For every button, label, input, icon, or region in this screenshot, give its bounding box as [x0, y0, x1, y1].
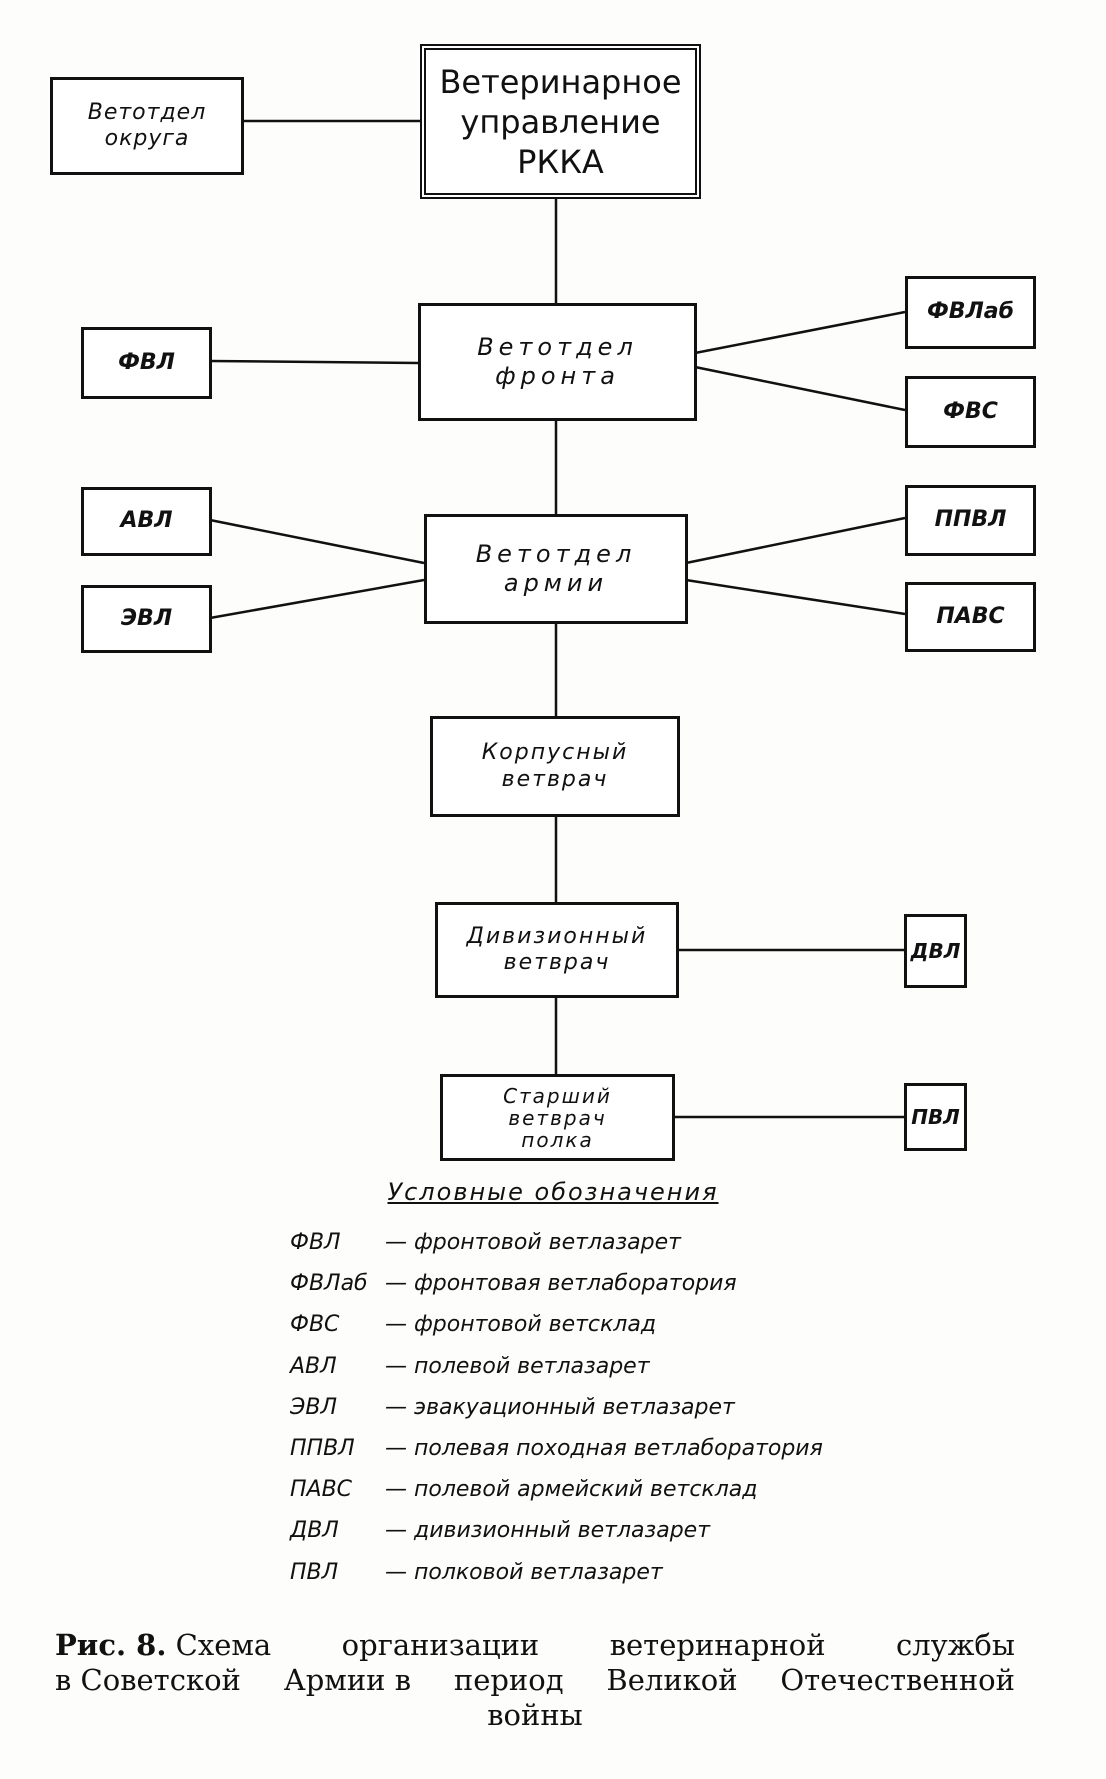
legend-abbr: ПАВС	[290, 1477, 353, 1503]
node-pavs: ПАВС	[905, 582, 1036, 652]
legend-item: ППВЛ — полевая походная ветлаборатория	[290, 1428, 823, 1469]
legend-desc: — фронтовой ветлазарет	[385, 1230, 681, 1256]
legend-desc: — полковой ветлазарет	[385, 1559, 663, 1585]
legend-item: ФВС — фронтовой ветсклад	[290, 1304, 823, 1345]
node-dvl: ДВЛ	[904, 914, 967, 988]
legend-abbr: ФВЛаб	[290, 1271, 368, 1297]
legend-title: Условные обозначения	[387, 1178, 719, 1206]
legend-item: ПВЛ — полковой ветлазарет	[290, 1552, 823, 1593]
caption-word: службы	[896, 1628, 1015, 1662]
caption-line-3: войны	[55, 1698, 1015, 1733]
node-vetotdel-okruga: Ветотдел округа	[50, 77, 244, 175]
caption-word: период	[453, 1662, 564, 1697]
legend-abbr: ПВЛ	[290, 1559, 339, 1585]
figure-caption: Рис. 8. Схема организации ветеринарной с…	[55, 1628, 1015, 1732]
legend-abbr: ФВС	[290, 1312, 340, 1338]
node-ppvl: ППВЛ	[905, 485, 1036, 556]
caption-word: Отечественной	[780, 1662, 1015, 1697]
caption-label: Рис. 8. Схема	[55, 1628, 271, 1663]
connector-avl-army	[209, 518, 425, 565]
legend-desc: — фронтовой ветсклад	[385, 1312, 657, 1338]
connector-fvl-front	[209, 359, 419, 365]
connector-army-ppvl	[685, 516, 906, 565]
node-fvlab: ФВЛаб	[905, 276, 1036, 349]
node-fvl: ФВЛ	[81, 327, 212, 399]
legend-desc: — полевая походная ветлаборатория	[385, 1436, 823, 1462]
legend-desc: — полевой армейский ветсклад	[385, 1477, 758, 1503]
caption-line-1: Рис. 8. Схема организации ветеринарной с…	[55, 1628, 1015, 1663]
legend-item: ФВЛаб — фронтовая ветлаборатория	[290, 1263, 823, 1304]
legend-abbr: АВЛ	[290, 1353, 337, 1379]
caption-word: Схема	[175, 1628, 272, 1662]
caption-word: Армии в	[283, 1662, 412, 1697]
legend-item: АВЛ — полевой ветлазарет	[290, 1346, 823, 1387]
connector-evl-army	[209, 578, 425, 620]
caption-label-text: Рис. 8.	[55, 1628, 167, 1662]
caption-word: войны	[487, 1697, 583, 1732]
node-starshiy-vetvrach-polka: Старший ветврач полка	[440, 1074, 675, 1161]
legend-item: ФВЛ — фронтовой ветлазарет	[290, 1222, 823, 1263]
legend-abbr: ЭВЛ	[290, 1394, 337, 1420]
caption-word: организации	[341, 1628, 540, 1662]
legend-abbr: ППВЛ	[290, 1436, 355, 1462]
node-evl: ЭВЛ	[81, 585, 212, 653]
legend: ФВЛ — фронтовой ветлазарет ФВЛаб — фронт…	[290, 1222, 823, 1593]
node-vetotdel-armii: Ветотдел армии	[424, 514, 688, 624]
legend-abbr: ДВЛ	[290, 1518, 339, 1544]
node-avl: АВЛ	[81, 487, 212, 556]
node-veterinary-directorate-rkka: Ветеринарное управление РККА	[420, 44, 701, 199]
legend-item: ПАВС — полевой армейский ветсклад	[290, 1469, 823, 1510]
legend-desc: — эвакуационный ветлазарет	[385, 1394, 735, 1420]
legend-desc: — фронтовая ветлаборатория	[385, 1271, 737, 1297]
caption-word: в Советской	[55, 1662, 241, 1697]
node-fvs: ФВС	[905, 376, 1036, 448]
node-pvl: ПВЛ	[904, 1083, 967, 1151]
caption-line-2: в Советской Армии в период Великой Отече…	[55, 1663, 1015, 1698]
node-korpusny-vetvrach: Корпусный ветврач	[430, 716, 680, 817]
connector-front-fvs	[694, 365, 906, 412]
legend-item: ЭВЛ — эвакуационный ветлазарет	[290, 1387, 823, 1428]
legend-desc: — дивизионный ветлазарет	[385, 1518, 711, 1544]
node-vetotdel-fronta: Ветотдел фронта	[418, 303, 697, 421]
legend-item: ДВЛ — дивизионный ветлазарет	[290, 1510, 823, 1551]
legend-abbr: ФВЛ	[290, 1230, 341, 1256]
connector-front-fvlab	[694, 310, 906, 355]
connector-army-pavs	[685, 578, 906, 616]
caption-word: Великой	[606, 1662, 738, 1697]
legend-desc: — полевой ветлазарет	[385, 1353, 650, 1379]
caption-word: ветеринарной	[609, 1628, 826, 1662]
node-divizionny-vetvrach: Дивизионный ветврач	[435, 902, 679, 998]
